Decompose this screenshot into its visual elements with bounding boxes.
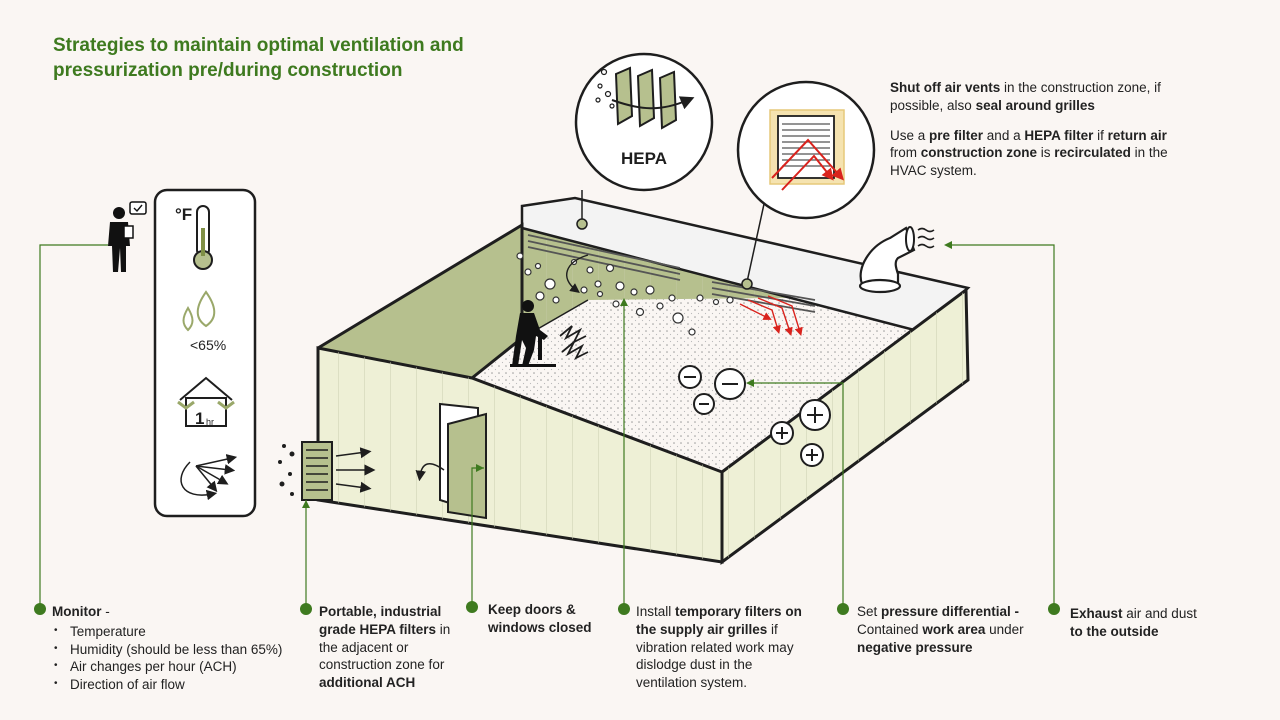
humidity-label: <65% [190, 337, 227, 353]
monitor-item: Direction of air flow [54, 676, 302, 694]
exhaust-fan-icon [858, 226, 935, 294]
ach-house-icon [177, 376, 235, 427]
monitor-heading: Monitor [52, 604, 102, 619]
hepa-label: HEPA [621, 149, 667, 168]
hepa-filter-callout: HEPA [574, 52, 714, 230]
callout-pressure-differential: Set pressure differential - Contained wo… [857, 604, 1024, 655]
portable-hepa-unit-icon [278, 441, 376, 501]
title-line-2: pressurization pre/during construction [53, 60, 403, 82]
monitor-item: Air changes per hour (ACH) [54, 658, 302, 676]
negative-pressure-symbols [678, 365, 746, 415]
humidity-droplet-icon [182, 290, 216, 332]
thermometer-unit: °F [175, 205, 192, 224]
title-line-1: Strategies to maintain optimal ventilati… [53, 35, 464, 56]
supply-air-grille [527, 234, 681, 281]
thermometer-icon [193, 205, 213, 270]
inspector-icon [108, 201, 147, 272]
ach-unit: hr [206, 417, 214, 427]
top-right-notes: Shut off air vents in the construction z… [890, 79, 1180, 180]
monitor-panel: °F 1 hr [153, 188, 257, 518]
callout-exhaust: Exhaust air and dust to the outside [1070, 606, 1197, 639]
airflow-direction-icon [180, 454, 238, 501]
front-wall-right-stripes [722, 290, 968, 562]
callout-doors: Keep doors & windows closed [488, 602, 592, 635]
callout-monitor: Monitor - Temperature Humidity (should b… [52, 603, 302, 694]
callout-temporary-filters: Install temporary filters on the supply … [636, 604, 802, 691]
monitor-list: Temperature Humidity (should be less tha… [52, 623, 302, 694]
leader-lines [39, 244, 1055, 605]
positive-pressure-symbols [770, 399, 831, 467]
monitor-item: Humidity (should be less than 65%) [54, 641, 302, 659]
worker-icon [510, 300, 556, 367]
door [415, 402, 487, 520]
dust-particles [516, 252, 734, 336]
vibration-lines [559, 325, 589, 361]
filter-recirculation-note: Use a pre filter and a HEPA filter if re… [890, 127, 1168, 179]
shut-off-vents-note: Shut off air vents in the construction z… [890, 80, 1161, 113]
return-grille-callout [736, 80, 876, 290]
red-return-airflow [739, 295, 803, 337]
page-title: Strategies to maintain optimal ventilati… [53, 33, 553, 83]
leader-arrowheads [302, 241, 952, 508]
callout-portable-hepa: Portable, industrial grade HEPA filters … [319, 604, 451, 691]
monitor-item: Temperature [54, 623, 302, 641]
ach-value: 1 [195, 409, 204, 428]
front-wall-left-stripes [318, 348, 722, 562]
airflow-swirl-arrow [566, 254, 589, 293]
leader-endpoints [34, 601, 1060, 615]
